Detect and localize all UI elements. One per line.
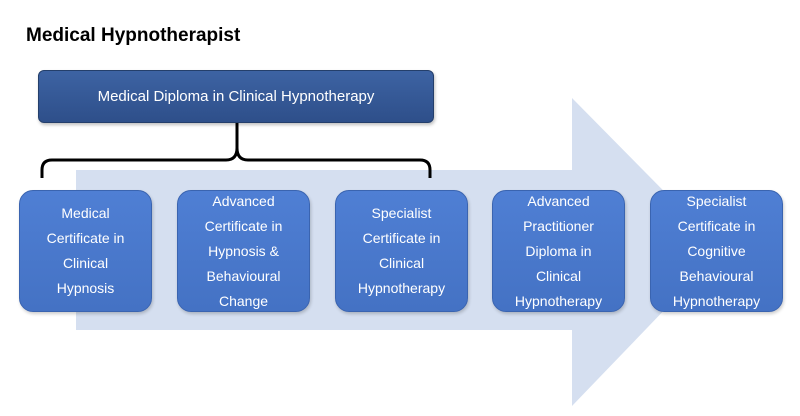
stage-advanced-certificate: Advanced Certificate in Hypnosis & Behav… [177, 190, 310, 312]
stage-line: Hypnosis [56, 280, 115, 296]
stage-line: Cognitive [687, 242, 746, 259]
stage-line: Specialist [371, 205, 432, 221]
diploma-box: Medical Diploma in Clinical Hypnotherapy [38, 70, 434, 123]
stage-line: Practitioner [523, 217, 594, 234]
stage-line: Hypnosis & [208, 242, 279, 259]
stage-medical-certificate: Medical Certificate in Clinical Hypnosis [19, 190, 152, 312]
stage-line: Clinical [535, 267, 582, 284]
stage-line: Behavioural [206, 267, 281, 284]
stage-line: Hypnotherapy [357, 280, 446, 296]
stage-advanced-practitioner-diploma: Advanced Practitioner Diploma in Clinica… [492, 190, 625, 312]
stage-line: Behavioural [679, 267, 754, 284]
stage-line: Specialist [686, 192, 747, 209]
stage-line: Certificate in [362, 230, 441, 246]
stage-specialist-cognitive-behavioural: Specialist Certificate in Cognitive Beha… [650, 190, 783, 312]
stage-line: Advanced [212, 192, 275, 209]
page-title: Medical Hypnotherapist [26, 25, 241, 46]
stage-line: Clinical [62, 255, 109, 271]
stage-line: Advanced [527, 192, 590, 209]
stage-line: Diploma in [525, 242, 592, 259]
stage-line: Clinical [378, 255, 425, 271]
stage-specialist-clinical: Specialist Certificate in Clinical Hypno… [335, 190, 468, 312]
stage-line: Certificate in [677, 217, 756, 234]
stage-line: Hypnotherapy [672, 292, 761, 309]
stage-line: Certificate in [46, 230, 125, 246]
stage-line: Hypnotherapy [514, 292, 603, 309]
stage-line: Certificate in [204, 217, 283, 234]
stage-line: Change [218, 292, 269, 309]
stage-line: Medical [61, 205, 110, 221]
